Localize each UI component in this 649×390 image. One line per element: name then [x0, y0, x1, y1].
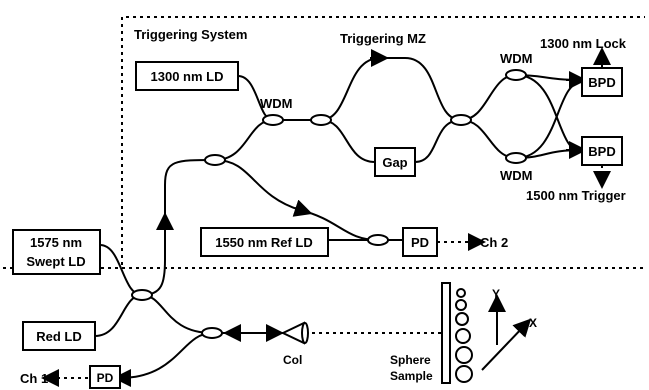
triggering-system-label: Triggering System	[134, 27, 247, 42]
box-pd-ch1: PD	[89, 365, 121, 389]
svg-text:Red LD: Red LD	[36, 329, 82, 344]
svg-text:Gap: Gap	[382, 155, 407, 170]
sphere-label: Sphere	[390, 353, 431, 367]
coupler-main	[131, 289, 153, 301]
coupler-wdm-top	[505, 69, 527, 81]
xy-axes-icon	[481, 294, 532, 371]
box-bpd-bottom: BPD	[581, 136, 623, 166]
box-pd-ref: PD	[402, 227, 438, 257]
svg-text:Swept LD: Swept LD	[26, 254, 85, 269]
coupler-mz-in	[310, 114, 332, 126]
coupler-wdm-left	[262, 114, 284, 126]
box-ref-ld: 1550 nm Ref LD	[200, 227, 329, 257]
axis-x-label: X	[529, 316, 537, 330]
coupler-wdm-bottom	[505, 152, 527, 164]
box-swept-ld: 1575 nm Swept LD	[12, 229, 101, 275]
box-red-ld: Red LD	[22, 321, 96, 351]
lock-1300-label: 1300 nm Lock	[540, 36, 627, 51]
collimator-icon	[280, 321, 305, 345]
svg-text:PD: PD	[97, 371, 114, 385]
svg-text:1550 nm Ref LD: 1550 nm Ref LD	[215, 235, 313, 250]
svg-text:BPD: BPD	[588, 75, 615, 90]
svg-text:1300 nm LD: 1300 nm LD	[151, 69, 224, 84]
box-ld1300: 1300 nm LD	[135, 61, 239, 91]
svg-text:BPD: BPD	[588, 144, 615, 159]
fiber-couplers	[131, 69, 527, 339]
trigger-1500-label: 1500 nm Trigger	[526, 188, 626, 203]
fiber-paths	[94, 57, 583, 379]
sample-label: Sample	[390, 369, 433, 383]
sample-holder	[441, 282, 451, 384]
axis-y-label: Y	[492, 287, 500, 301]
wdm-left-label: WDM	[260, 96, 293, 111]
wdm-bottom-label: WDM	[500, 168, 533, 183]
sphere-samples	[455, 288, 473, 383]
coupler-sample	[201, 327, 223, 339]
wdm-top-label: WDM	[500, 51, 533, 66]
ch1-label: Ch 1	[20, 371, 48, 386]
ch2-label: Ch 2	[480, 235, 508, 250]
box-bpd-top: BPD	[581, 67, 623, 97]
signal-output-arrows	[41, 47, 611, 387]
col-label: Col	[283, 353, 302, 367]
coupler-split	[204, 154, 226, 166]
box-gap: Gap	[374, 147, 416, 177]
fiber-direction-arrows	[113, 49, 587, 387]
triggering-mz-label: Triggering MZ	[340, 31, 426, 46]
coupler-mz-out	[450, 114, 472, 126]
triggering-system-boundary	[121, 16, 645, 265]
svg-text:PD: PD	[411, 235, 429, 250]
coupler-ref	[367, 234, 389, 246]
svg-text:1575 nm: 1575 nm	[30, 235, 82, 250]
collimator-lens-icon	[301, 322, 309, 344]
